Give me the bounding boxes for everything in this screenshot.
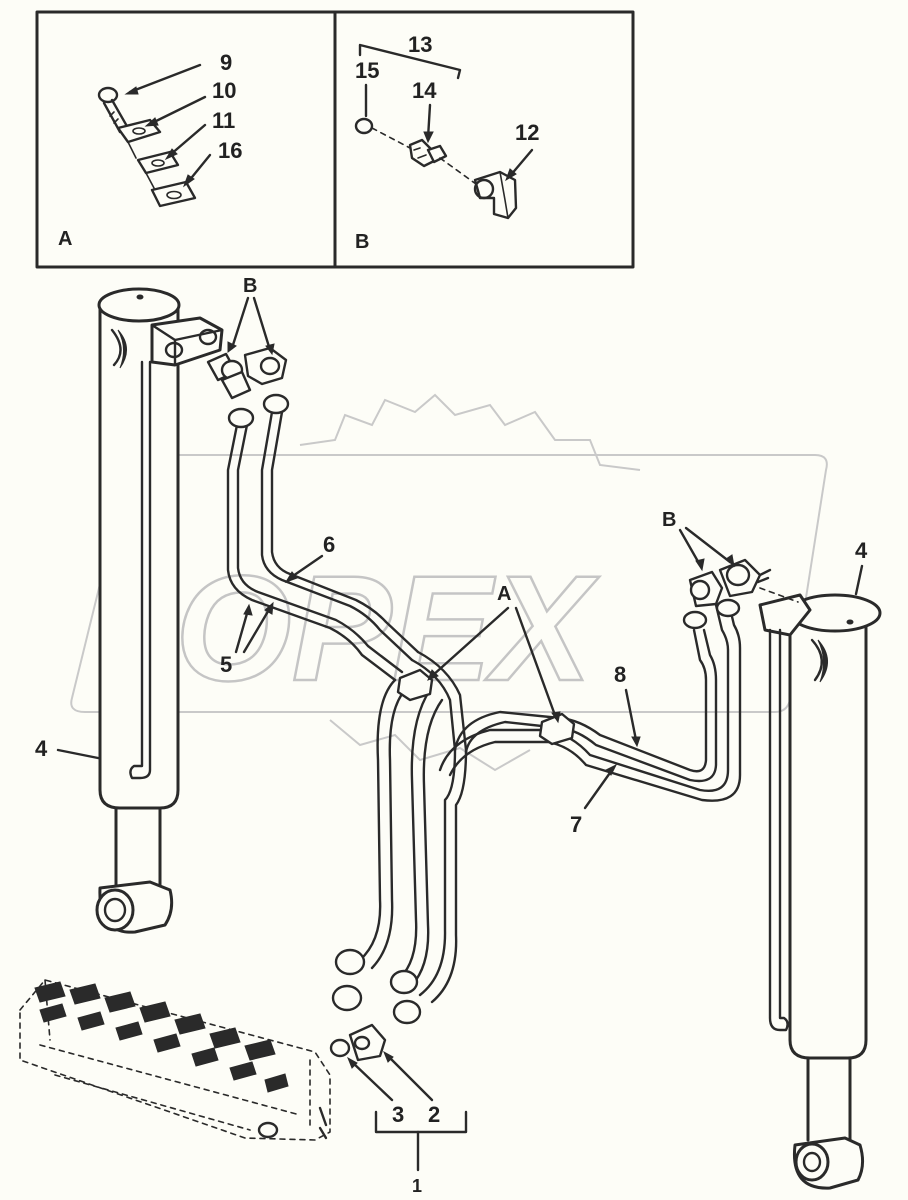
hydraulic-pipes — [226, 410, 742, 1004]
callout-11: 11 — [212, 108, 235, 133]
main-callouts: B B A 4 4 6 5 8 7 — [35, 275, 868, 1196]
watermark-gear-bottom — [329, 719, 531, 772]
o-ring-part-15 — [354, 117, 374, 135]
label-b-right: B — [662, 509, 676, 531]
plate-part-16 — [150, 180, 197, 208]
inset-a: 9 10 11 16 A — [58, 50, 242, 250]
label-3: 3 — [392, 1102, 404, 1127]
callout-16: 16 — [218, 138, 242, 163]
label-7: 7 — [570, 812, 582, 837]
label-6: 6 — [323, 532, 335, 557]
fittings-right-top — [682, 558, 799, 630]
connector-part-14 — [408, 138, 448, 168]
inset-a-letter: A — [58, 228, 72, 250]
label-a-center: A — [497, 583, 511, 605]
bracket-13 — [358, 43, 462, 80]
fittings-left-top — [206, 346, 290, 429]
label-2: 2 — [428, 1102, 440, 1127]
control-valve-block — [19, 979, 331, 1141]
elbow-part-12 — [473, 170, 518, 220]
watermark: OPEX — [70, 393, 828, 772]
label-5: 5 — [220, 652, 232, 677]
watermark-gear — [299, 393, 641, 471]
leader-10 — [148, 95, 207, 126]
bolt-part-9 — [97, 86, 130, 134]
callout-13: 13 — [408, 32, 432, 57]
inset-b-letter: B — [355, 231, 369, 253]
label-1: 1 — [412, 1176, 422, 1196]
label-b-left: B — [243, 275, 257, 297]
fittings-bottom-valve — [329, 948, 422, 1062]
callout-12: 12 — [515, 120, 539, 145]
callout-15: 15 — [355, 58, 379, 83]
pipe-clamp-a-left — [396, 668, 434, 702]
label-8: 8 — [614, 662, 626, 687]
label-4-left: 4 — [35, 736, 48, 761]
connector-part-2 — [348, 1023, 387, 1062]
callout-14: 14 — [412, 78, 437, 103]
left-hydraulic-cylinder — [95, 287, 224, 934]
label-4-right: 4 — [855, 538, 868, 563]
inset-panel — [35, 10, 635, 269]
leader-9 — [128, 63, 202, 94]
watermark-text: OPEX — [175, 544, 600, 712]
callout-9: 9 — [220, 50, 232, 75]
inset-b: 13 15 14 12 B — [354, 32, 539, 253]
pipe-clamp-a-right — [538, 712, 576, 746]
callout-10: 10 — [212, 78, 236, 103]
o-ring-part-3 — [329, 1038, 351, 1058]
right-hydraulic-cylinder — [758, 593, 882, 1190]
